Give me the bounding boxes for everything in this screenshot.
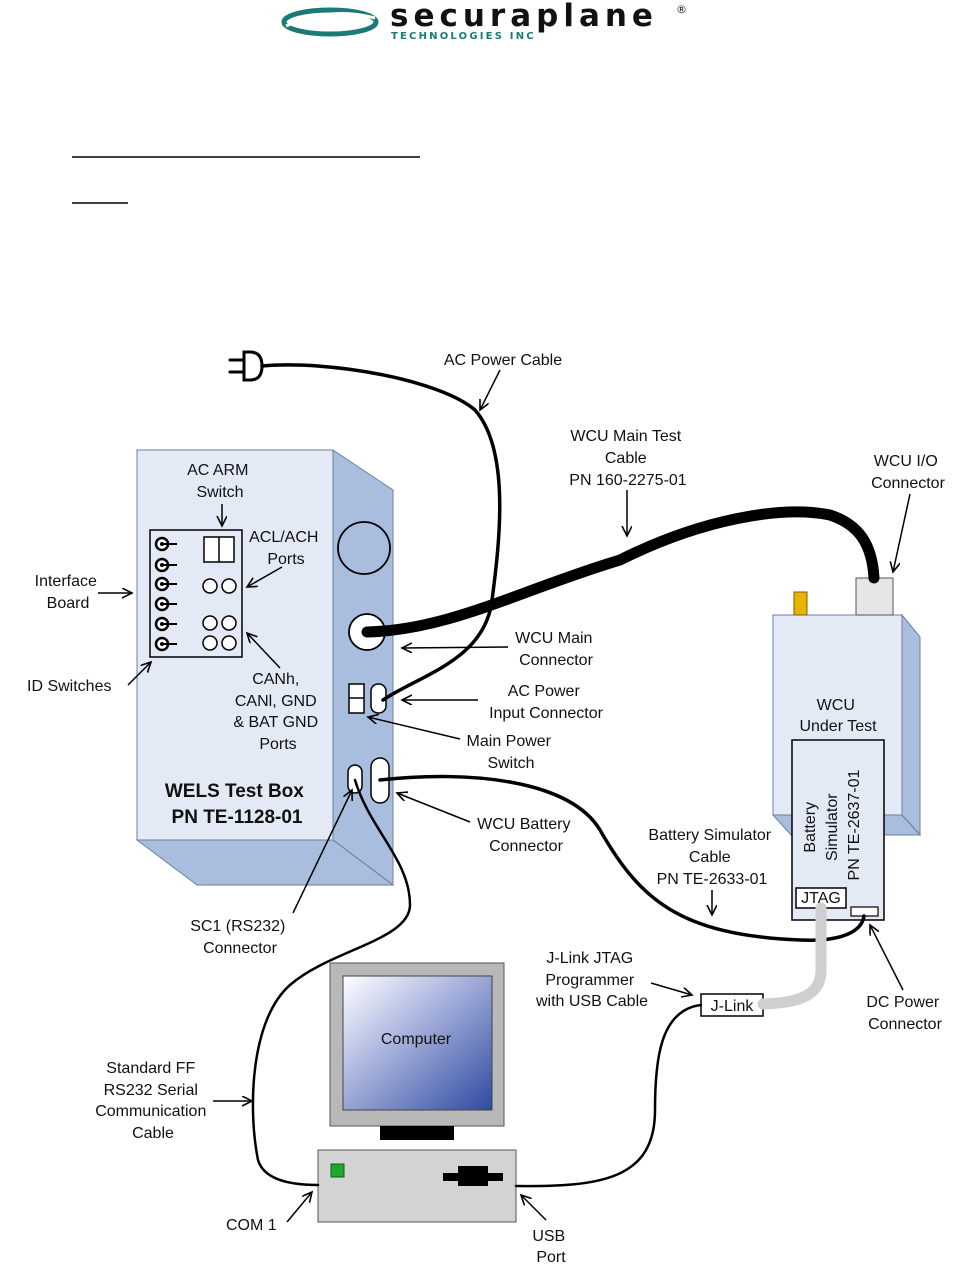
cables [228, 350, 880, 1188]
main-power-switch [348, 683, 365, 714]
label-jtag: JTAG [801, 890, 841, 907]
interface-board [149, 529, 243, 658]
jlink-usb-cable [514, 1003, 703, 1188]
wcu-io-connector [855, 577, 894, 616]
label-com1: COM 1 [226, 1217, 277, 1234]
wels-test-box [135, 449, 395, 886]
label-wcu-battery-connector: WCU Battery Connector [477, 816, 575, 855]
battery-simulator-cable [378, 774, 866, 942]
securaplane-logo: securaplane ® TECHNOLOGIES INC [281, 0, 687, 42]
label-acl-ach-ports: ACL/ACH Ports [249, 529, 323, 568]
label-computer: Computer [381, 1031, 452, 1048]
label-jlink-programmer: J-Link JTAG Programmer with USB Cable [535, 950, 648, 1010]
label-battery-simulator: Battery Simulator PN TE-2637-01 [802, 769, 863, 880]
label-ac-power-cable: AC Power Cable [444, 352, 562, 369]
label-jlink: J-Link [711, 998, 755, 1015]
wcu-under-test [771, 577, 922, 921]
id-switch-column [154, 536, 177, 652]
label-serial-cable: Standard FF RS232 Serial Communication C… [95, 1060, 211, 1142]
logo-name: securaplane [390, 0, 658, 34]
power-led-icon [330, 1163, 345, 1178]
logo-registered-mark: ® [676, 3, 687, 16]
jtag-ribbon-cable [757, 902, 827, 1010]
antenna-icon [793, 591, 808, 616]
label-main-power-switch: Main Power Switch [467, 733, 556, 772]
fan-opening [337, 521, 391, 575]
wcu-main-test-cable [361, 506, 880, 638]
logo-swoosh-icon [281, 7, 379, 37]
drive-slot-bezel [458, 1166, 488, 1186]
label-id-switches: ID Switches [27, 678, 111, 695]
acl-ach-ports [202, 578, 237, 594]
ac-power-cable [260, 363, 502, 702]
rs232-serial-cable [251, 778, 412, 1187]
label-sc1-connector: SC1 (RS232) Connector [190, 918, 290, 957]
label-battery-simulator-cable: Battery Simulator Cable PN TE-2633-01 [648, 827, 775, 888]
label-ac-power-input-connector: AC Power Input Connector [489, 683, 604, 722]
label-wcu-main-connector: WCU Main Connector [515, 630, 597, 669]
monitor-stand [380, 1126, 454, 1140]
label-interface-board: Interface Board [35, 573, 102, 612]
ac-arm-switch [203, 536, 235, 563]
label-wcu-under-test: WCU Under Test [799, 697, 877, 735]
can-gnd-ports [202, 615, 237, 651]
label-wcu-io-connector: WCU I/O Connector [871, 453, 945, 492]
label-ac-arm-switch: AC ARM Switch [187, 462, 253, 501]
monitor-screen [342, 975, 493, 1111]
label-can-ports: CANh, CANl, GND & BAT GND Ports [233, 671, 322, 753]
label-wcu-main-test-cable: WCU Main Test Cable PN 160-2275-01 [569, 428, 687, 489]
computer [317, 962, 517, 1223]
logo-tagline: TECHNOLOGIES INC [391, 31, 536, 42]
ac-plug-icon [228, 350, 264, 382]
label-usb-port: USB Port [532, 1228, 569, 1266]
label-wels-test-box: WELS Test Box PN TE-1128-01 [165, 781, 309, 828]
label-dc-power-connector: DC Power Connector [866, 994, 943, 1033]
pointer-arrows [98, 369, 911, 1223]
